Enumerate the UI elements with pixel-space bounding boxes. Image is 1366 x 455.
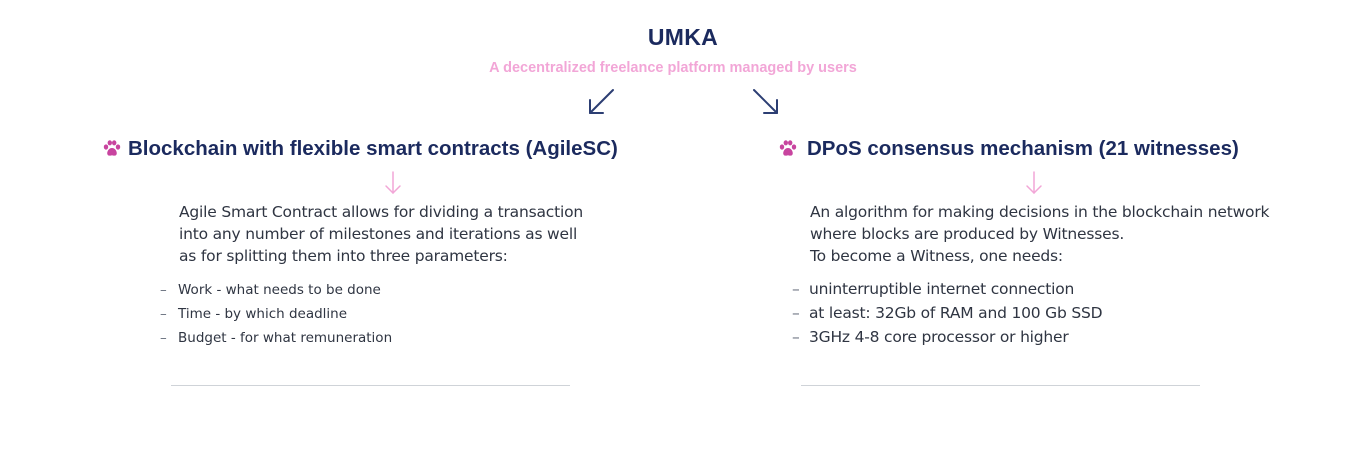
right-description-line: where blocks are produced by Witnesses.: [810, 225, 1125, 243]
dash-bullet: –: [160, 330, 167, 346]
list-item-text: Budget - for what remuneration: [178, 330, 393, 346]
diagram-title: UMKA: [647, 24, 719, 50]
left-heading: Blockchain with flexible smart contracts…: [128, 137, 618, 160]
list-item-text: uninterruptible internet connection: [809, 280, 1075, 298]
left-description-line: into any number of milestones and iterat…: [179, 225, 578, 243]
list-item-text: Work - what needs to be done: [178, 282, 381, 298]
paw-icon: [779, 140, 797, 156]
left-description-line: as for splitting them into three paramet…: [179, 247, 508, 265]
list-item: –3GHz 4-8 core processor or higher: [792, 325, 1102, 349]
list-item: –Time - by which deadline: [160, 302, 392, 326]
dash-bullet: –: [792, 280, 800, 298]
left-requirements-list: –Work - what needs to be done –Time - by…: [160, 278, 392, 350]
right-description-line: To become a Witness, one needs:: [810, 247, 1063, 265]
dash-bullet: –: [792, 328, 800, 346]
arrow-down-right-icon: [753, 89, 778, 114]
list-item: –Work - what needs to be done: [160, 278, 392, 302]
list-item-text: at least: 32Gb of RAM and 100 Gb SSD: [809, 304, 1103, 322]
list-item: –uninterruptible internet connection: [792, 277, 1102, 301]
list-item: –at least: 32Gb of RAM and 100 Gb SSD: [792, 301, 1103, 325]
diagram-subtitle: A decentralized freelance platform manag…: [489, 60, 857, 76]
right-requirements-list: –uninterruptible internet connection –at…: [792, 277, 1103, 349]
list-item-text: Time - by which deadline: [178, 306, 348, 322]
list-item-text: 3GHz 4-8 core processor or higher: [809, 328, 1069, 346]
left-description: Agile Smart Contract allows for dividing…: [179, 201, 583, 267]
dash-bullet: –: [160, 306, 167, 322]
right-divider: [801, 385, 1200, 386]
list-item: –Budget - for what remuneration: [160, 326, 392, 350]
left-description-line: Agile Smart Contract allows for dividing…: [179, 203, 583, 221]
dash-bullet: –: [160, 282, 167, 298]
right-description-line: An algorithm for making decisions in the…: [810, 203, 1270, 221]
paw-icon: [103, 140, 121, 156]
arrow-down-left-icon: [589, 89, 614, 114]
right-description: An algorithm for making decisions in the…: [810, 201, 1269, 267]
dash-bullet: –: [792, 304, 800, 322]
left-divider: [171, 385, 570, 386]
arrow-down-icon: [385, 171, 401, 194]
right-heading: DPoS consensus mechanism (21 witnesses): [807, 137, 1239, 160]
arrow-down-icon: [1026, 171, 1042, 194]
